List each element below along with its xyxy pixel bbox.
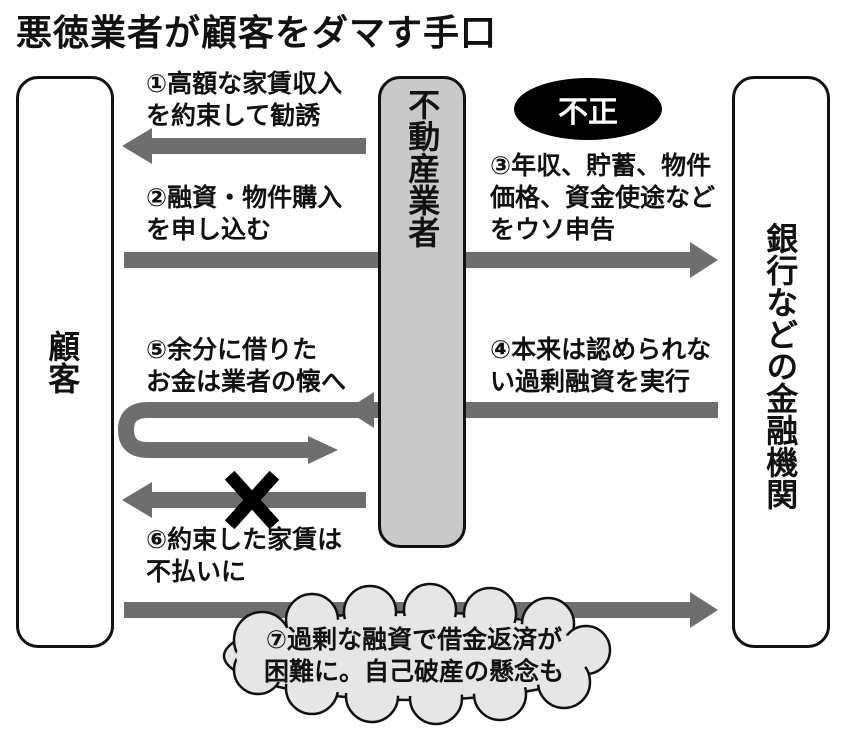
fraud-badge: 不正 xyxy=(514,78,662,140)
step-2-label: ②融資・物件購入 を申し込む xyxy=(146,183,343,244)
step-4-label: ④本来は認められな い過剰融資を実行 xyxy=(490,335,712,396)
step-3-label: ③年収、貯蓄、物件 価格、資金使途など をウソ申告 xyxy=(490,151,716,244)
diagram-title: 悪徳業者が顧客をダマす手口 xyxy=(16,13,498,54)
step-7-label: ⑦過剰な融資で借金返済が 困難に。自己破産の懸念も xyxy=(263,625,564,686)
step-1-label: ①高額な家賃収入 を約束して勧誘 xyxy=(146,69,343,130)
bank-label: 銀行などの金融機関 xyxy=(761,222,800,510)
step-6-label: ⑥約束した家賃は 不払いに xyxy=(146,525,343,586)
customer-box xyxy=(16,76,114,648)
customer-label: 顧客 xyxy=(43,330,82,394)
arrow-5-uturn xyxy=(117,402,360,458)
arrow-1-recruit xyxy=(122,128,366,164)
broker-label: 不動産業者 xyxy=(403,88,442,248)
bank-box xyxy=(732,76,830,648)
arrow-5-head xyxy=(308,436,338,464)
broker-box xyxy=(378,76,466,548)
step-5-label: ⑤余分に借りた お金は業者の懐へ xyxy=(146,335,347,396)
arrow-4-loan xyxy=(346,392,718,428)
